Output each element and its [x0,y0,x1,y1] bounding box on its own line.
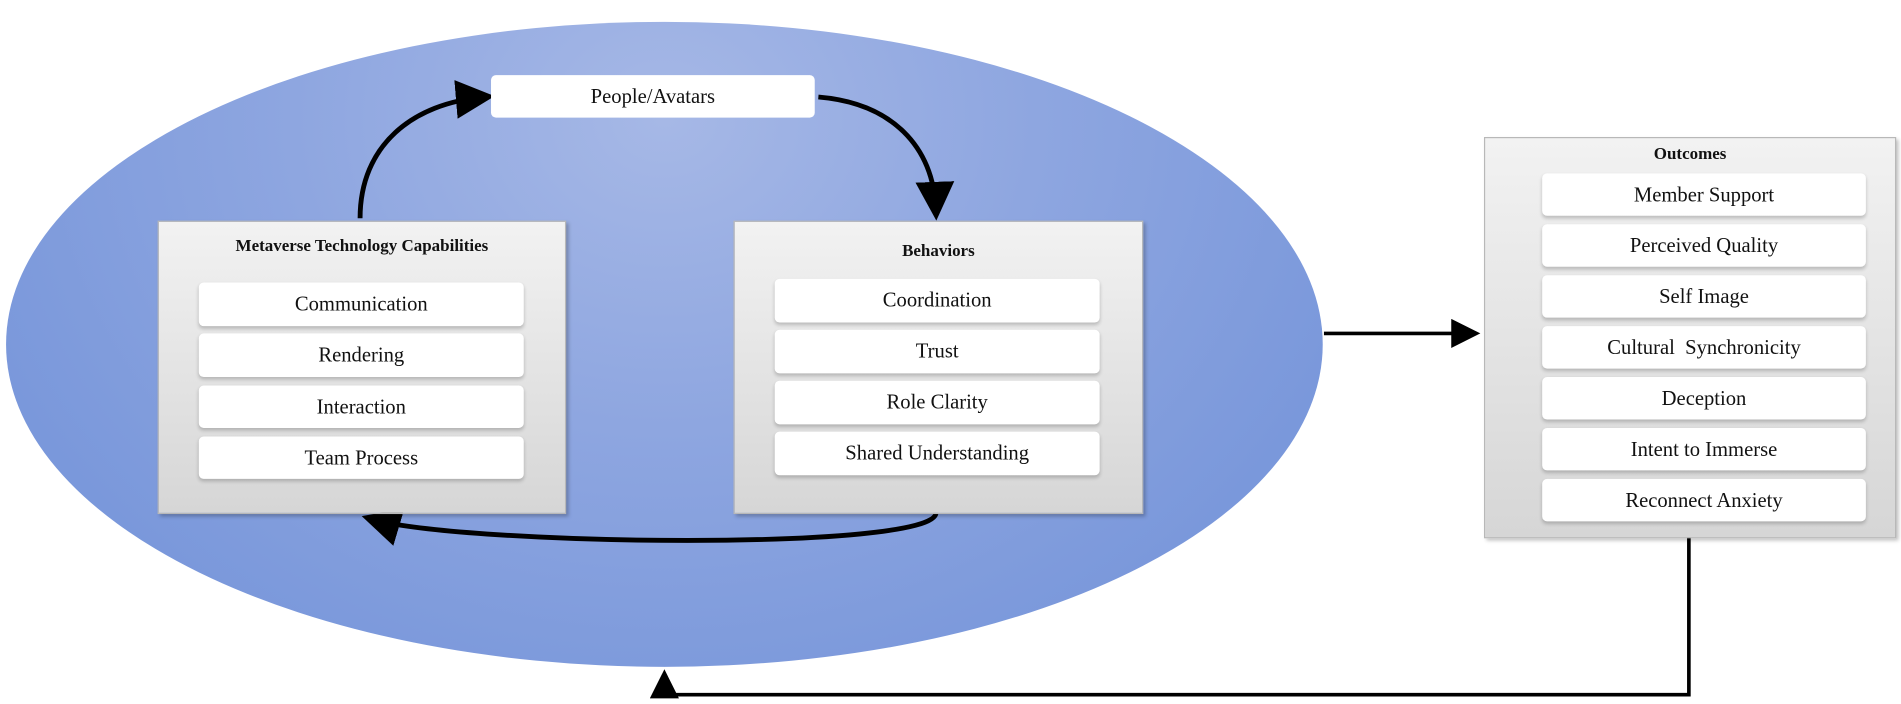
capabilities-panel: Metaverse Technology Capabilities Commun… [157,220,567,515]
capability-item: Team Process [198,436,524,479]
arrow-capabilities-to-people [357,80,495,219]
outcomes-title: Outcomes [1653,145,1727,164]
outcome-item: Intent to Immerse [1542,427,1866,471]
capabilities-title: Metaverse Technology Capabilities [235,237,489,256]
capability-item: Communication [198,282,524,327]
arrow-outcomes-feedback [649,537,1691,699]
behaviors-panel: Behaviors Coordination Trust Role Clarit… [733,220,1144,515]
capability-item: Interaction [198,385,524,428]
behavior-item: Trust [774,329,1100,374]
outcome-item: Deception [1542,377,1866,420]
arrow-people-to-behaviors [818,94,955,221]
people-avatars-box: People/Avatars [491,75,815,118]
outcomes-panel: Outcomes Member Support Perceived Qualit… [1483,137,1897,539]
outcome-item: Member Support [1542,173,1866,216]
behavior-item: Role Clarity [774,380,1100,425]
outcome-item: Reconnect Anxiety [1542,478,1866,522]
outcome-item: Perceived Quality [1542,224,1866,267]
behavior-item: Shared Understanding [774,431,1100,476]
capability-item: Rendering [198,333,524,378]
behavior-item: Coordination [774,278,1100,323]
arrow-behaviors-to-capabilities [361,508,939,546]
outcome-item: Self Image [1542,275,1866,318]
outcome-item: Cultural Synchronicity [1542,326,1866,369]
behaviors-title: Behaviors [902,242,975,261]
